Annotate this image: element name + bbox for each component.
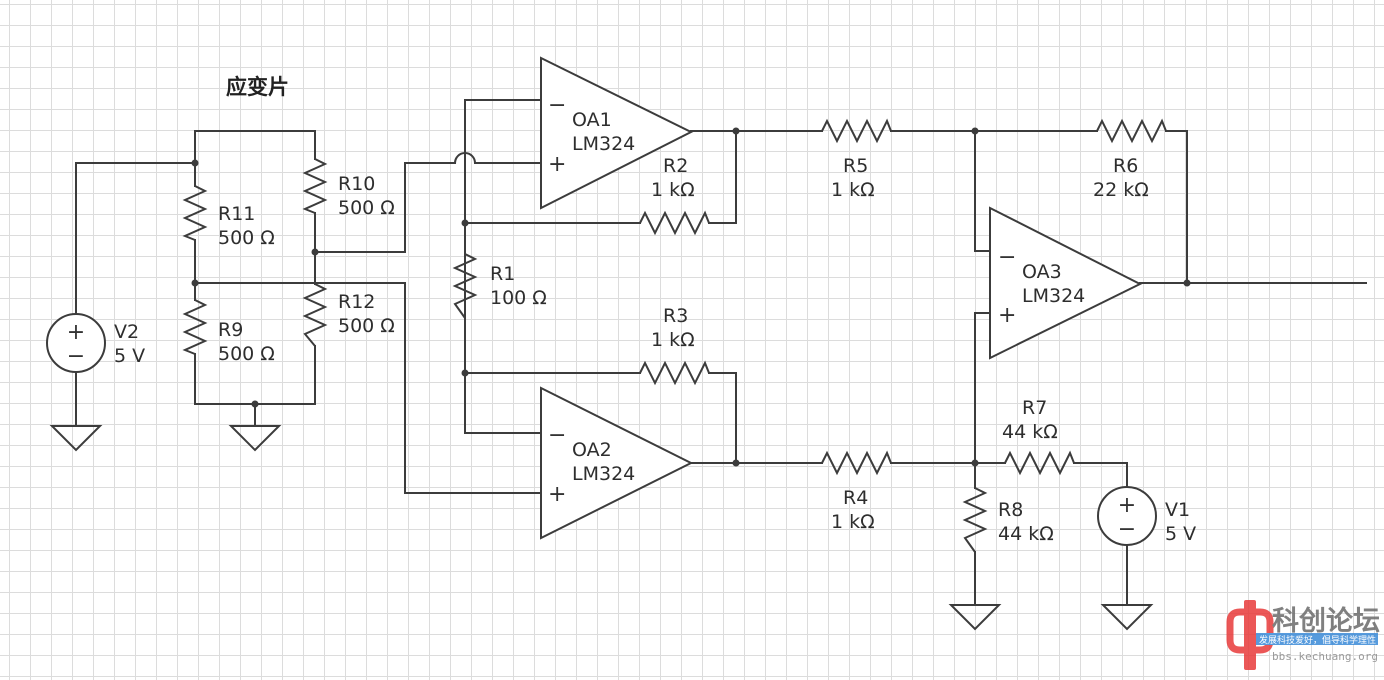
source-v1: + − V1 5 V bbox=[1097, 486, 1196, 606]
v2-value: 5 V bbox=[114, 345, 145, 367]
resistor-r4: R4 1 kΩ bbox=[821, 450, 1006, 533]
svg-text:+: + bbox=[1118, 493, 1136, 518]
oa1-name: OA1 bbox=[572, 109, 612, 131]
r6-name: R6 bbox=[1113, 155, 1138, 177]
r10-value: 500 Ω bbox=[338, 197, 395, 219]
oa3-model: LM324 bbox=[1022, 285, 1085, 307]
ground-icon bbox=[948, 604, 1002, 631]
r10-name: R10 bbox=[338, 173, 375, 195]
resistor-r7: R7 44 kΩ bbox=[974, 397, 1128, 488]
v1-value: 5 V bbox=[1165, 523, 1196, 545]
r9-value: 500 Ω bbox=[218, 343, 275, 365]
resistor-r6: R6 22 kΩ bbox=[1093, 118, 1167, 201]
r6-value: 22 kΩ bbox=[1093, 179, 1149, 201]
oa3-name: OA3 bbox=[1022, 261, 1062, 283]
r5-name: R5 bbox=[843, 155, 868, 177]
r2-name: R2 bbox=[663, 155, 688, 177]
bridge-network: R11 500 Ω R10 500 Ω R9 500 Ω R12 500 Ω bbox=[182, 130, 546, 494]
opamp-oa2: − + OA2 LM324 R3 1 kΩ bbox=[464, 305, 823, 540]
svg-text:−: − bbox=[1118, 517, 1136, 542]
r4-value: 1 kΩ bbox=[831, 511, 875, 533]
svg-text:−: − bbox=[548, 423, 566, 448]
ground-icon bbox=[228, 425, 282, 452]
r12-value: 500 Ω bbox=[338, 315, 395, 337]
r1-value: 100 Ω bbox=[490, 287, 547, 309]
v1-name: V1 bbox=[1165, 499, 1190, 521]
oa2-model: LM324 bbox=[572, 463, 635, 485]
svg-text:+: + bbox=[67, 320, 85, 345]
r11-name: R11 bbox=[218, 203, 255, 225]
oa2-name: OA2 bbox=[572, 439, 612, 461]
watermark-tagline: 发展科技爱好，倡导科学理性 bbox=[1259, 634, 1376, 646]
r7-name: R7 bbox=[1022, 397, 1047, 419]
resistor-r5: R5 1 kΩ bbox=[821, 118, 1098, 201]
r9-name: R9 bbox=[218, 319, 243, 341]
r5-value: 1 kΩ bbox=[831, 179, 875, 201]
opamp-oa1: − + OA1 LM324 R2 1 kΩ bbox=[464, 56, 823, 434]
svg-text:−: − bbox=[548, 93, 566, 118]
svg-text:−: − bbox=[67, 344, 85, 369]
oa1-model: LM324 bbox=[572, 133, 635, 155]
svg-text:−: − bbox=[998, 245, 1016, 270]
resistor-r8: R8 44 kΩ bbox=[962, 487, 1054, 606]
ground-icon bbox=[49, 425, 103, 452]
svg-text:+: + bbox=[548, 482, 566, 507]
r7-value: 44 kΩ bbox=[1002, 421, 1058, 443]
r12-name: R12 bbox=[338, 291, 375, 313]
r4-name: R4 bbox=[843, 487, 868, 509]
forum-watermark: 科创论坛 发展科技爱好，倡导科学理性 bbs.kechuang.org bbox=[1226, 600, 1380, 670]
strain-gauge-title: 应变片 bbox=[226, 75, 289, 99]
r8-name: R8 bbox=[998, 499, 1023, 521]
watermark-title: 科创论坛 bbox=[1272, 606, 1380, 637]
r11-value: 500 Ω bbox=[218, 227, 275, 249]
source-v2: + − V2 5 V bbox=[46, 162, 196, 427]
r3-value: 1 kΩ bbox=[651, 329, 695, 351]
v2-name: V2 bbox=[114, 321, 139, 343]
r3-name: R3 bbox=[663, 305, 688, 327]
r1-name: R1 bbox=[490, 263, 515, 285]
ground-icon bbox=[1100, 604, 1154, 631]
opamp-oa3: − + OA3 LM324 bbox=[974, 130, 1367, 489]
watermark-url: bbs.kechuang.org bbox=[1272, 650, 1378, 663]
r8-value: 44 kΩ bbox=[998, 523, 1054, 545]
svg-text:+: + bbox=[548, 152, 566, 177]
resistor-r1: R1 100 Ω bbox=[452, 253, 547, 319]
r2-value: 1 kΩ bbox=[651, 179, 695, 201]
svg-text:+: + bbox=[998, 303, 1016, 328]
